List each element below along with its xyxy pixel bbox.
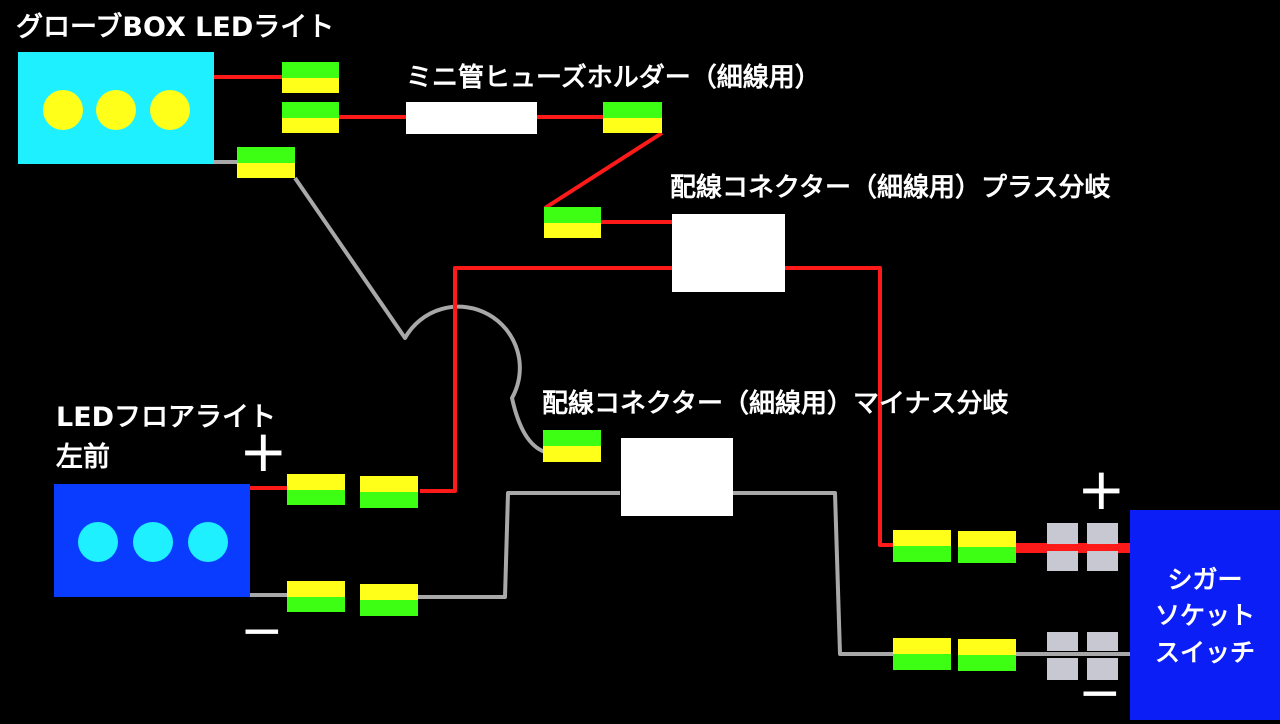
- plus-connector-label: 配線コネクター（細線用）プラス分岐: [670, 173, 1111, 203]
- socket-plus-terminal-3: [1047, 551, 1078, 571]
- connector-fuse-out: [603, 102, 662, 133]
- connector-glovebox-minus: [237, 147, 295, 178]
- floor-light-label-line1: LEDフロアライト: [56, 402, 277, 433]
- glovebox-light-label: グローブBOX LEDライト: [16, 12, 335, 43]
- plus-branch-connector: [672, 214, 785, 292]
- socket-switch-label-line1: シガー: [1167, 565, 1243, 594]
- connector-minus-branch-in: [543, 430, 601, 462]
- floor-plus-symbol: +: [239, 417, 288, 485]
- socket-switch-label: シガー ソケット スイッチ: [1130, 562, 1280, 671]
- socket-switch: [1130, 510, 1280, 720]
- connector-socket-minus-a: [893, 638, 951, 670]
- connector-socket-plus-b: [958, 531, 1016, 563]
- glovebox-led-2: [96, 90, 136, 130]
- socket-minus-terminal-2: [1087, 632, 1118, 651]
- minus-connector-label: 配線コネクター（細線用）マイナス分岐: [542, 389, 1009, 419]
- floor-led-2: [133, 522, 173, 562]
- glovebox-led-3: [150, 90, 190, 130]
- wire-branch-to-floor-plus: [420, 266, 672, 493]
- socket-plus-symbol: +: [1077, 455, 1126, 523]
- socket-switch-label-line3: スイッチ: [1154, 637, 1255, 667]
- socket-switch-label-line2: ソケット: [1154, 601, 1255, 631]
- glovebox-led-1: [43, 90, 83, 130]
- connector-floor-minus-b: [360, 584, 418, 616]
- floor-led-3: [188, 522, 228, 562]
- connector-glovebox-plus: [282, 62, 339, 93]
- minus-branch-connector: [621, 438, 733, 516]
- floor-minus-symbol: −: [240, 601, 284, 661]
- socket-minus-terminal-1: [1047, 632, 1078, 651]
- socket-minus-symbol: −: [1078, 663, 1122, 723]
- connector-socket-minus-b: [958, 639, 1016, 671]
- connector-floor-plus-a: [287, 474, 345, 505]
- socket-plus-terminal-2: [1087, 523, 1118, 544]
- wire-glovebox-minus-to-branch: [293, 176, 546, 454]
- mini-fuse-holder: [406, 102, 537, 134]
- wire-socket-plus-thick: [1016, 543, 1131, 553]
- socket-plus-terminal-1: [1047, 523, 1078, 544]
- connector-floor-plus-b: [360, 476, 418, 508]
- socket-minus-terminal-3: [1047, 658, 1078, 680]
- socket-plus-terminal-4: [1087, 551, 1118, 571]
- connector-fuse-in: [282, 102, 339, 133]
- connector-plus-branch-in: [544, 207, 601, 238]
- wire-branch-to-floor-minus: [416, 491, 620, 599]
- wire-fuse-to-branch: [543, 131, 664, 210]
- socket-minus-terminal-4: [1087, 658, 1118, 680]
- wire-branch-to-socket-minus: [732, 491, 893, 656]
- floor-led-1: [78, 522, 118, 562]
- mini-fuse-holder-label: ミニ管ヒューズホルダー（細線用）: [406, 63, 821, 93]
- connector-floor-minus-a: [287, 581, 345, 612]
- connector-socket-plus-a: [893, 530, 951, 562]
- floor-light-label-line2: 左前: [56, 442, 110, 473]
